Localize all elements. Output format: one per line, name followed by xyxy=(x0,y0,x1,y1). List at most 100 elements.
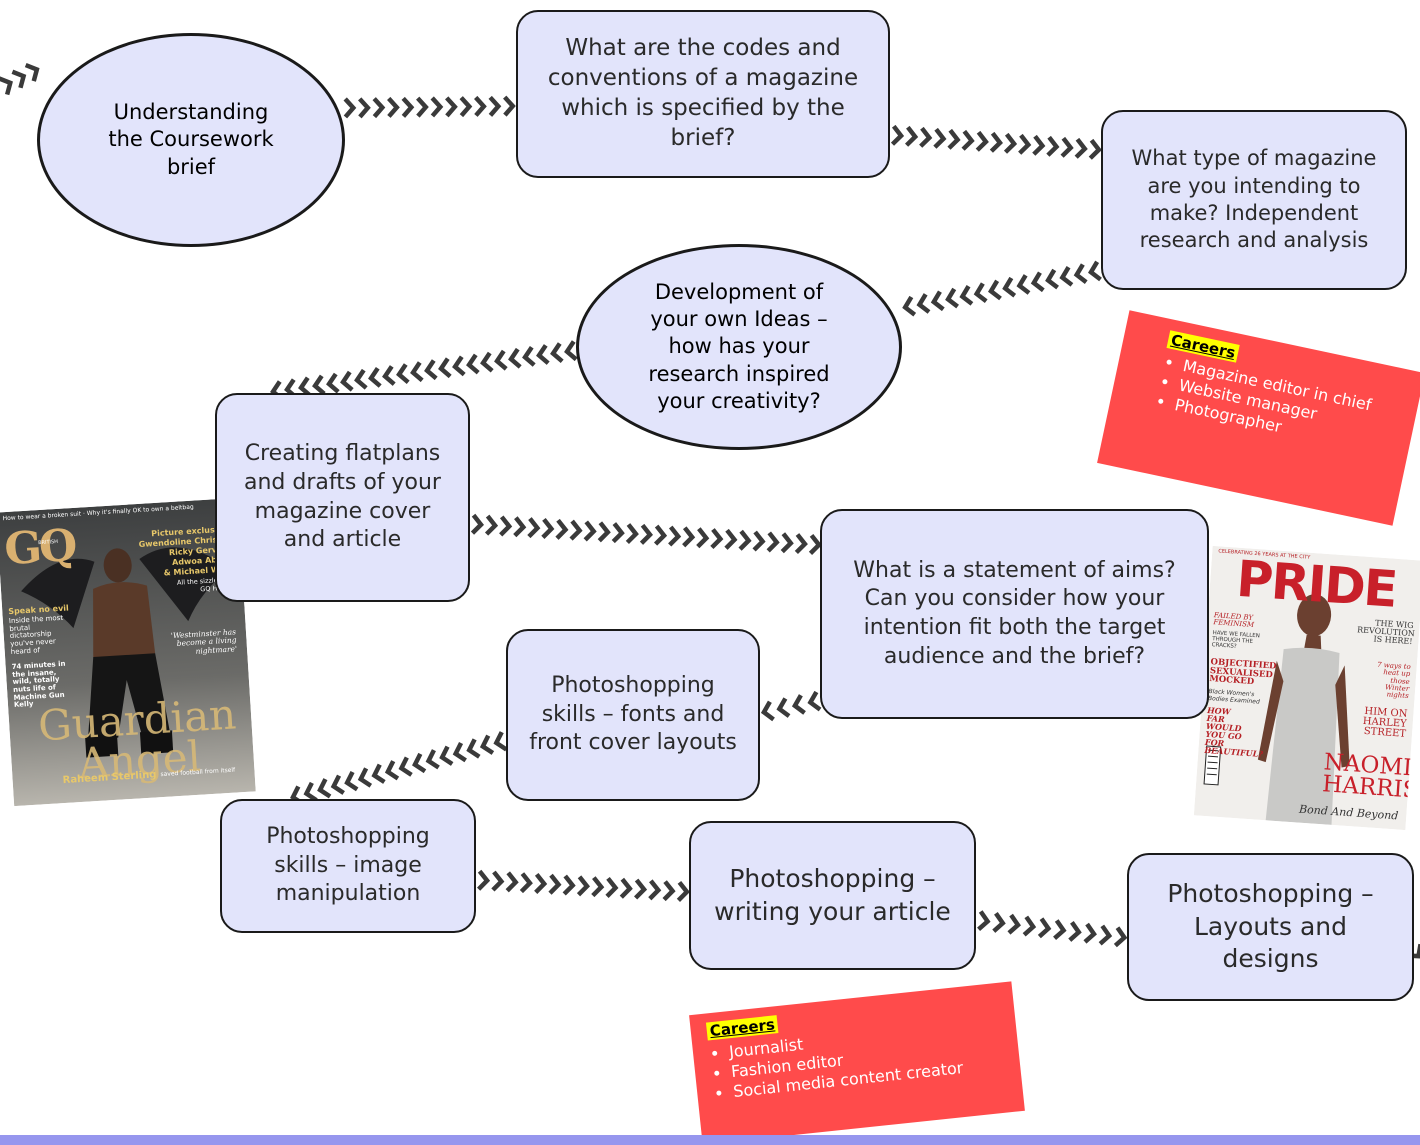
step-statement-of-aims: What is a statement of aims? Can you con… xyxy=(820,509,1209,719)
chevron xyxy=(459,96,473,118)
step-text: What type of magazine are you intending … xyxy=(1131,146,1377,253)
chevron xyxy=(961,129,975,151)
chevron xyxy=(1018,133,1032,155)
chevron xyxy=(668,525,682,547)
chevron xyxy=(738,529,752,551)
chevron xyxy=(989,131,1003,153)
chevron xyxy=(384,760,400,781)
chevron xyxy=(562,874,576,896)
chevron xyxy=(791,694,806,715)
pride-cover-star: NAOMIE HARRIS xyxy=(1321,749,1420,804)
chevron xyxy=(480,351,494,373)
chevron xyxy=(1002,276,1017,298)
chevron xyxy=(387,96,400,118)
chevron xyxy=(508,347,522,369)
chain-5-arrow xyxy=(470,513,822,555)
chevron xyxy=(1083,922,1097,944)
chevron xyxy=(326,372,340,394)
chevron xyxy=(1037,917,1052,939)
chevron xyxy=(493,731,508,752)
chain-3-arrow xyxy=(902,260,1102,317)
chevron xyxy=(536,344,550,365)
chevron xyxy=(1046,135,1060,157)
gq-masthead: GQ xyxy=(2,520,76,576)
step-text: Understanding the Coursework brief xyxy=(108,100,274,179)
step-layouts-designs: Photoshopping – Layouts and designs xyxy=(1127,853,1414,1001)
chain-9-arrow xyxy=(977,910,1128,948)
chevron xyxy=(619,877,633,899)
chevron xyxy=(890,124,905,146)
chevron xyxy=(973,282,988,303)
chevron xyxy=(358,97,371,119)
chevron xyxy=(24,62,40,82)
step-text: Photoshopping skills – image manipulatio… xyxy=(266,824,430,907)
chevron xyxy=(371,763,386,784)
chevron xyxy=(1003,132,1018,154)
chevron xyxy=(555,518,569,540)
chevron xyxy=(424,359,438,381)
pride-line-5: HOW FAR WOULD YOU GO FOR BEAUTIFUL? xyxy=(1204,704,1264,759)
chain-0-arrow xyxy=(0,62,40,96)
chevron xyxy=(438,357,452,379)
chevron xyxy=(527,517,541,539)
pride-line-7: 7 ways to heat up those Winter nights xyxy=(1376,660,1411,701)
chevron xyxy=(430,96,444,118)
pride-line-2: HAVE WE FALLEN THROUGH THE CRACKS? xyxy=(1211,630,1261,650)
chevron xyxy=(343,97,357,119)
step-text: Development of your own Ideas – how has … xyxy=(648,279,830,413)
chain-8-arrow xyxy=(477,869,690,902)
chevron xyxy=(1059,266,1074,287)
chevron xyxy=(1074,137,1088,159)
chevron xyxy=(368,366,382,388)
chevron xyxy=(344,770,359,792)
chevron xyxy=(933,127,947,149)
gq-edition: BRITISH xyxy=(38,538,59,547)
chevron xyxy=(416,96,429,118)
chevron xyxy=(1088,138,1102,160)
chevron xyxy=(410,361,424,383)
chevron xyxy=(317,778,332,799)
chevron xyxy=(569,519,583,541)
chevron xyxy=(724,528,738,550)
chevron xyxy=(1113,926,1128,948)
gq-cover-image: How to wear a broken suit · Why it's fin… xyxy=(0,497,256,807)
chevron xyxy=(591,876,605,898)
chevron xyxy=(298,376,312,398)
chevron xyxy=(992,912,1006,933)
chain-2-arrow xyxy=(890,124,1102,160)
chevron xyxy=(452,355,466,377)
chain-6-arrow xyxy=(760,690,822,722)
pride-line-8: HIM ON HARLEY STREET xyxy=(1362,705,1408,740)
step-fonts-layouts: Photoshopping skills – fonts and front c… xyxy=(506,629,760,801)
chevron xyxy=(11,69,27,89)
chevron xyxy=(605,876,619,898)
chain-1-arrow xyxy=(343,95,516,119)
chevron xyxy=(548,873,562,895)
chevron xyxy=(696,527,710,549)
chevron xyxy=(752,530,766,552)
chevron xyxy=(470,513,484,535)
gq-line-10: 'Westminster has become a living nightma… xyxy=(170,627,238,656)
chevron xyxy=(503,95,516,117)
chevron xyxy=(1053,919,1067,941)
step-text: What are the codes and conventions of a … xyxy=(547,35,859,151)
chevron xyxy=(1032,134,1046,156)
chevron xyxy=(807,690,822,712)
chevron xyxy=(1088,260,1102,282)
chevron xyxy=(682,526,696,548)
chevron xyxy=(808,533,822,555)
chevron xyxy=(479,734,495,755)
step-text: Photoshopping – Layouts and designs xyxy=(1167,879,1374,974)
chevron xyxy=(513,516,527,538)
chevron xyxy=(766,531,780,553)
chevron xyxy=(1073,263,1088,284)
chevron xyxy=(780,532,794,554)
chevron xyxy=(0,76,13,96)
chevron xyxy=(583,520,597,542)
chevron xyxy=(611,522,625,544)
chevron xyxy=(372,97,386,119)
chevron xyxy=(1098,924,1113,946)
chevron xyxy=(794,533,808,555)
chevron xyxy=(439,745,454,766)
